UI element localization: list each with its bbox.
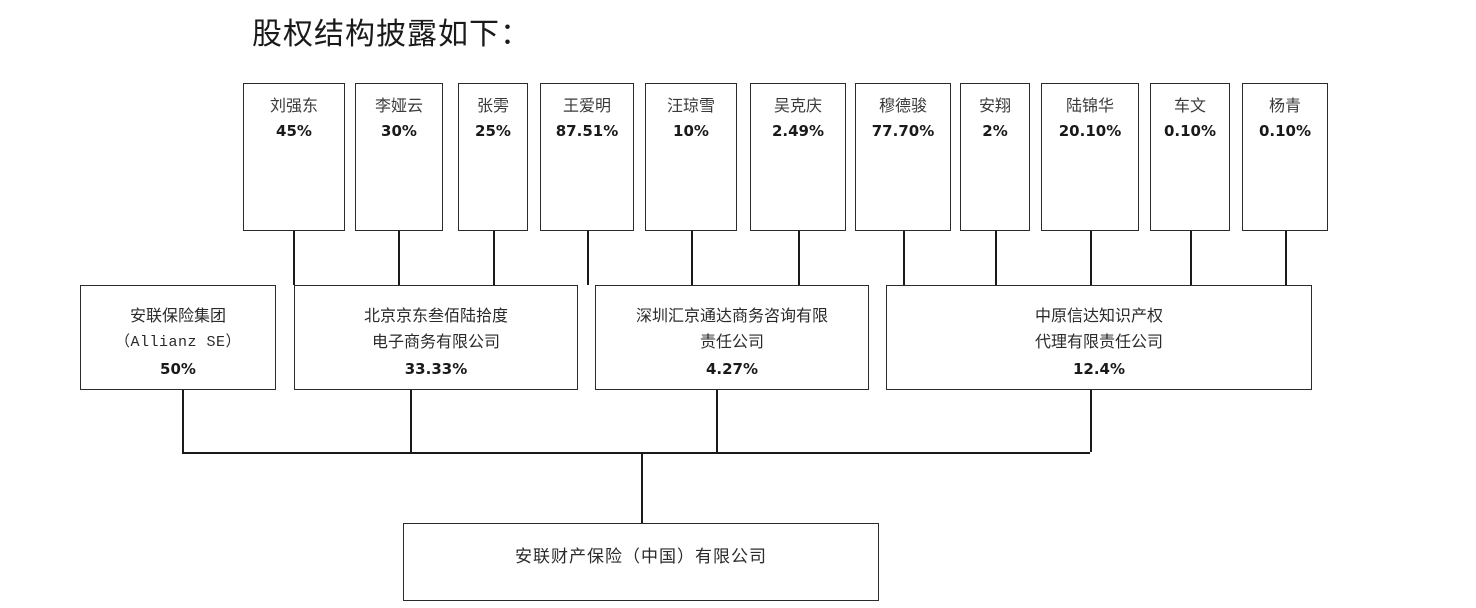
- company-name-line: （Allianz SE）: [114, 334, 241, 351]
- shareholder-connector-2: [493, 231, 495, 285]
- shareholder-name: 李娅云: [374, 98, 423, 115]
- shareholder-box[interactable]: 安翔 2%: [960, 83, 1030, 231]
- shareholder-connector-1: [398, 231, 400, 285]
- shareholder-connector-0: [293, 231, 295, 285]
- shareholder-name: 吴克庆: [773, 98, 822, 115]
- company-box[interactable]: 安联保险集团 （Allianz SE） 50%: [80, 285, 276, 390]
- page-title: 股权结构披露如下：: [252, 18, 531, 51]
- shareholder-percent: 87.51%: [555, 122, 619, 140]
- company-name-line: 中原信达知识产权: [1034, 308, 1163, 325]
- company-name-line: 北京京东叁佰陆拾度: [363, 308, 508, 325]
- company-name-line: 责任公司: [699, 334, 764, 351]
- shareholder-connector-9: [1190, 231, 1192, 285]
- shareholder-percent: 25%: [475, 122, 511, 140]
- shareholder-connector-6: [903, 231, 905, 285]
- shareholder-percent: 2.49%: [771, 122, 825, 140]
- shareholder-name: 张雱: [476, 98, 509, 115]
- shareholder-percent: 20.10%: [1058, 122, 1122, 140]
- shareholder-connector-7: [995, 231, 997, 285]
- shareholder-percent: 30%: [381, 122, 417, 140]
- shareholder-box[interactable]: 杨青 0.10%: [1242, 83, 1328, 231]
- company-box[interactable]: 北京京东叁佰陆拾度电子商务有限公司 33.33%: [294, 285, 578, 390]
- shareholder-name: 王爱明: [562, 98, 611, 115]
- shareholder-name: 刘强东: [269, 98, 318, 115]
- company-percent: 4.27%: [705, 360, 759, 378]
- company-name-line: 电子商务有限公司: [371, 334, 500, 351]
- shareholder-box[interactable]: 王爱明 87.51%: [540, 83, 634, 231]
- root-entity-name: 安联财产保险（中国）有限公司: [515, 547, 767, 566]
- company-percent: 12.4%: [1072, 360, 1126, 378]
- shareholder-connector-3: [587, 231, 589, 285]
- shareholder-percent: 0.10%: [1258, 122, 1312, 140]
- shareholder-name: 陆锦华: [1065, 98, 1114, 115]
- shareholder-percent: 0.10%: [1163, 122, 1217, 140]
- company-connector-0: [182, 390, 184, 452]
- shareholder-connector-5: [798, 231, 800, 285]
- shareholder-connector-10: [1285, 231, 1287, 285]
- shareholder-box[interactable]: 陆锦华 20.10%: [1041, 83, 1139, 231]
- company-percent: 33.33%: [404, 360, 468, 378]
- shareholder-box[interactable]: 李娅云 30%: [355, 83, 443, 231]
- company-name-line: 安联保险集团: [129, 308, 226, 325]
- root-connector: [641, 452, 643, 523]
- shareholder-box[interactable]: 张雱 25%: [458, 83, 528, 231]
- shareholder-box[interactable]: 刘强东 45%: [243, 83, 345, 231]
- shareholder-name: 穆德骏: [878, 98, 927, 115]
- shareholder-box[interactable]: 吴克庆 2.49%: [750, 83, 846, 231]
- company-connector-1: [410, 390, 412, 452]
- shareholder-connector-4: [691, 231, 693, 285]
- shareholder-name: 车文: [1173, 98, 1206, 115]
- company-box[interactable]: 中原信达知识产权代理有限责任公司 12.4%: [886, 285, 1312, 390]
- company-connector-2: [716, 390, 718, 452]
- company-connector-3: [1090, 390, 1092, 452]
- shareholder-box[interactable]: 汪琼雪 10%: [645, 83, 737, 231]
- shareholder-percent: 2%: [982, 122, 1008, 140]
- shareholder-connector-8: [1090, 231, 1092, 285]
- shareholder-box[interactable]: 车文 0.10%: [1150, 83, 1230, 231]
- connector-bus: [182, 452, 1090, 454]
- shareholder-name: 安翔: [978, 98, 1011, 115]
- company-name-line: 代理有限责任公司: [1034, 334, 1163, 351]
- shareholder-name: 杨青: [1268, 98, 1301, 115]
- company-percent: 50%: [160, 360, 196, 378]
- shareholder-percent: 10%: [673, 122, 709, 140]
- shareholder-percent: 45%: [276, 122, 312, 140]
- company-box[interactable]: 深圳汇京通达商务咨询有限责任公司 4.27%: [595, 285, 869, 390]
- company-name-line: 深圳汇京通达商务咨询有限: [635, 308, 828, 325]
- root-entity-box[interactable]: 安联财产保险（中国）有限公司: [403, 523, 879, 601]
- shareholder-percent: 77.70%: [871, 122, 935, 140]
- shareholder-name: 汪琼雪: [666, 98, 715, 115]
- shareholder-box[interactable]: 穆德骏 77.70%: [855, 83, 951, 231]
